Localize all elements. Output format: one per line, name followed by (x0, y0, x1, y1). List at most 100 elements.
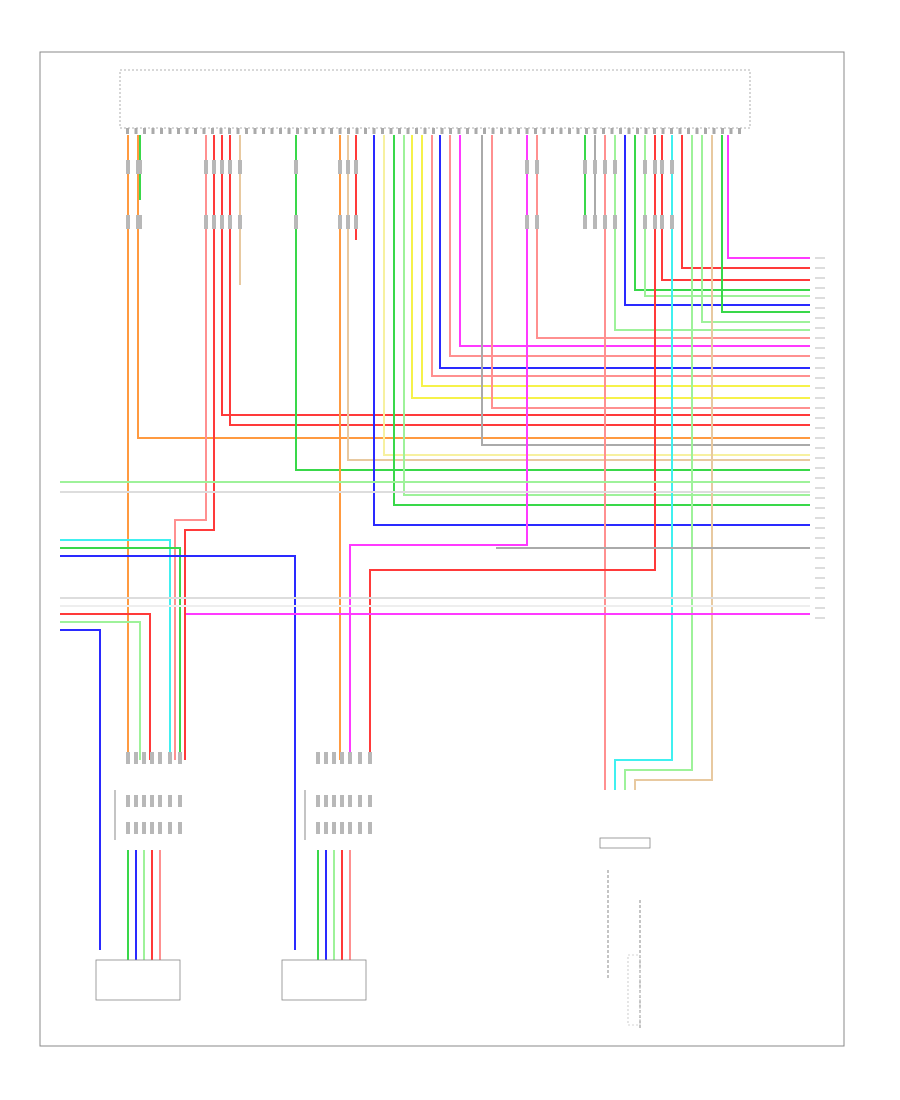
connector-pad (368, 822, 372, 834)
wire-lightgreen-trunk (403, 135, 810, 496)
connector-pin (236, 128, 240, 134)
connector-pin (253, 128, 257, 134)
connector-pad (238, 160, 242, 174)
connector-pad (316, 822, 320, 834)
connector-pin (721, 128, 724, 134)
connector-pin (126, 128, 129, 134)
connector-pad (178, 752, 182, 764)
connector-pin (330, 128, 333, 134)
connector-pin (687, 128, 690, 134)
connector-pad (368, 795, 372, 807)
connector-pads (126, 160, 674, 834)
connector-pad (138, 215, 142, 229)
connector-pin (695, 128, 699, 134)
connector-pad (332, 752, 336, 764)
connector-pin (534, 128, 537, 134)
connector-pad (535, 215, 539, 229)
connector-pin (602, 128, 605, 134)
connector-pin (457, 128, 461, 134)
connector-pad (653, 160, 657, 174)
connector-pad (660, 160, 664, 174)
connector-pad (338, 160, 342, 174)
connector-pin (525, 128, 529, 134)
connector-pin (389, 128, 393, 134)
connector-pin (678, 128, 682, 134)
connector-pad (324, 795, 328, 807)
connector-pad (150, 795, 154, 807)
wire-red-trunk-3 (661, 135, 810, 281)
connector-pad (348, 752, 352, 764)
top-vertical-wires (127, 135, 810, 790)
wire-green-trunk-4 (721, 135, 810, 313)
connector-pin (712, 128, 716, 134)
wire-pink-trunk-3 (491, 135, 810, 409)
wire-magenta-trunk-2 (727, 135, 810, 259)
connector-pad (294, 215, 298, 229)
connector-pad (346, 215, 350, 229)
left-side-wires (60, 481, 810, 950)
connector-pad (158, 795, 162, 807)
connector-pad (142, 752, 146, 764)
connector-pad (150, 822, 154, 834)
wire-lightgreen-trunk-4 (701, 135, 810, 323)
connector-pin (219, 128, 223, 134)
connector-pad (583, 215, 587, 229)
connector-pin (653, 128, 656, 134)
wire-yellow-trunk-2 (421, 135, 810, 387)
connector-pin (559, 128, 563, 134)
wire-lightgreen-down (624, 135, 693, 790)
right-door-wires (317, 850, 351, 960)
connector-pad (332, 822, 336, 834)
connector-pin (644, 128, 648, 134)
connector-pad (358, 752, 362, 764)
wire-magenta-down (349, 135, 528, 760)
wire-red-trunk-2 (229, 135, 810, 426)
connector-pin (185, 128, 189, 134)
right-terminal-ticks (815, 257, 825, 619)
connector-pin (347, 128, 350, 134)
connector-pin (432, 128, 435, 134)
connector-pin (202, 128, 206, 134)
connector-pad (142, 822, 146, 834)
connector-pin (474, 128, 478, 134)
connector-pin (296, 128, 299, 134)
wire-lightgreen-trunk-3 (644, 135, 810, 297)
connector-pin (483, 128, 486, 134)
connector-pin (593, 128, 597, 134)
wire-yellow-trunk (411, 135, 810, 399)
connector-pin (160, 128, 163, 134)
connector-pin (245, 128, 248, 134)
wire-green-left-feed (60, 547, 181, 760)
wire-blue-left-feed-2 (60, 629, 101, 950)
connector-pin (177, 128, 180, 134)
connector-pin (313, 128, 316, 134)
connector-pad (338, 215, 342, 229)
connector-pin (627, 128, 631, 134)
connector-pad (348, 822, 352, 834)
connector-pad (354, 215, 358, 229)
connector-pad (358, 795, 362, 807)
wire-pink-trunk (431, 135, 810, 377)
connector-pin (661, 128, 665, 134)
connector-pad (150, 752, 154, 764)
connector-pin (270, 128, 274, 134)
connector-pad (593, 160, 597, 174)
wire-lightyellow-trunk (383, 135, 810, 456)
connector-pin (500, 128, 503, 134)
right-lower-module (599, 837, 651, 1030)
connector-pin (134, 128, 138, 134)
connector-pad (603, 160, 607, 174)
connector-pin (636, 128, 639, 134)
connector-pad (126, 160, 130, 174)
connector-pad (204, 160, 208, 174)
connector-pad (613, 215, 617, 229)
connector-pad (168, 752, 172, 764)
connector-pad (354, 160, 358, 174)
wire-blue-left-feed (60, 555, 296, 950)
connector-pin (168, 128, 172, 134)
connector-pad (643, 215, 647, 229)
connector-pad (332, 795, 336, 807)
wire-blue-trunk-2 (439, 135, 810, 369)
connector-pin (585, 128, 588, 134)
connector-pin (143, 128, 146, 134)
